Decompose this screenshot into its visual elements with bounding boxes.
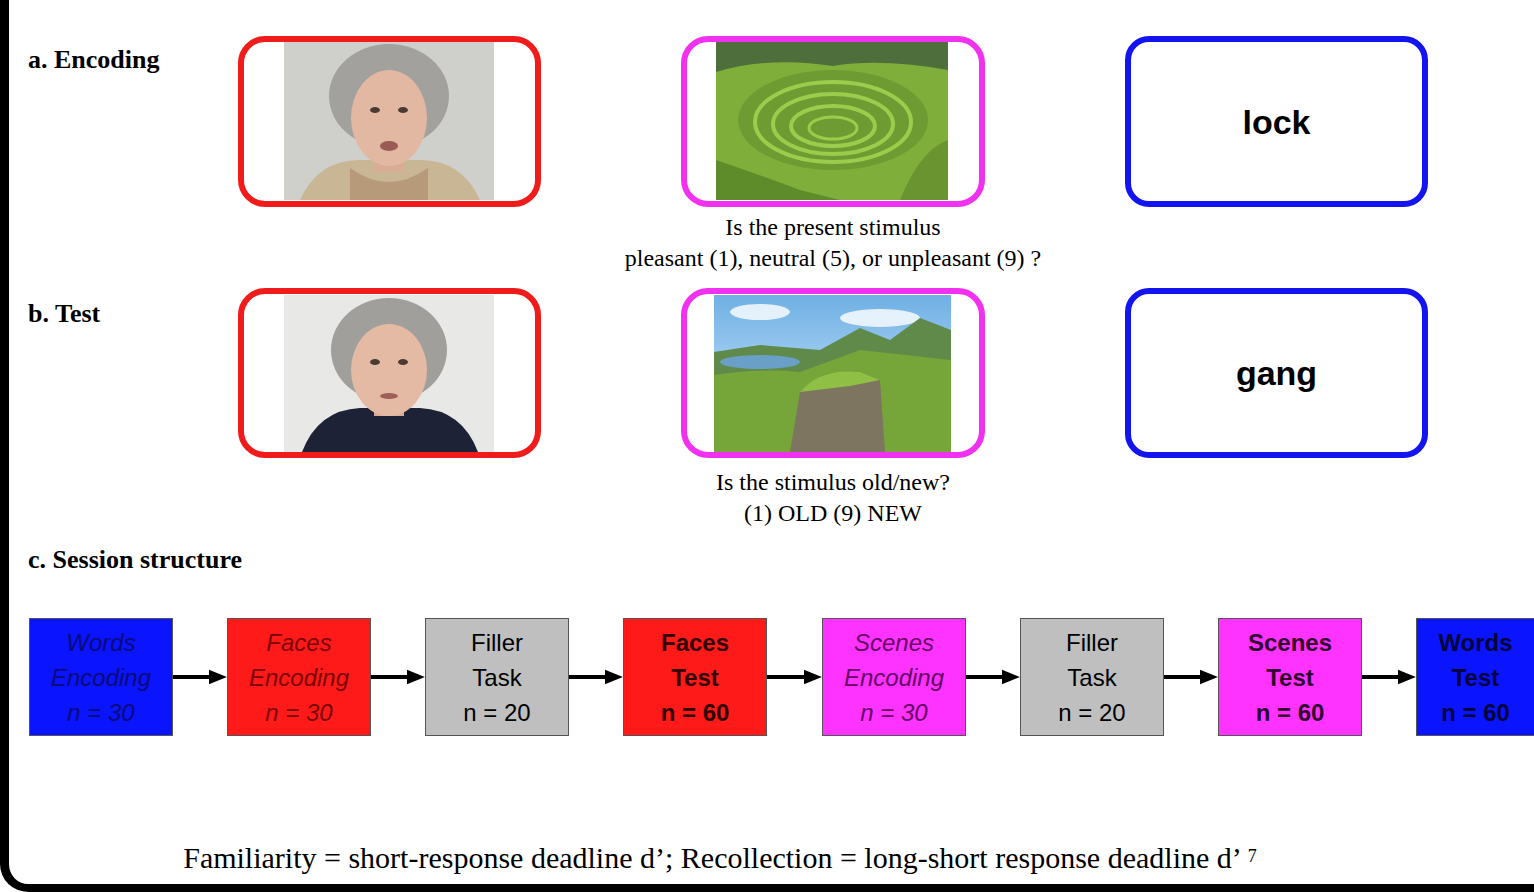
face-frame: [241, 291, 538, 455]
mouth: [380, 393, 398, 399]
box-title: lock: [1242, 102, 1310, 142]
eye: [370, 359, 380, 365]
instruction-text: Is the stimulus old/new? (1) OLD (9) NEW: [533, 467, 1133, 529]
box-title: Faces Test: [661, 625, 729, 695]
sample-count: n = 60: [661, 695, 730, 730]
session-step-box: Faces Testn = 60: [623, 618, 767, 736]
eye: [398, 107, 408, 113]
sample-count: n = 30: [67, 695, 134, 730]
word-stimulus-box: lock: [1125, 36, 1428, 207]
hills: [716, 42, 948, 72]
foreground: [716, 160, 840, 200]
cloud: [730, 304, 790, 320]
scene-frame: [684, 291, 982, 455]
box-title: Words Test: [1438, 625, 1512, 695]
scene-frame: [684, 39, 982, 204]
session-step-box: Filler Taskn = 20: [425, 618, 569, 736]
sample-count: n = 30: [265, 695, 332, 730]
foreground: [900, 140, 948, 200]
mouth: [380, 141, 398, 151]
terrace: [791, 106, 875, 146]
sample-count: n = 60: [1256, 695, 1325, 730]
sky: [714, 295, 951, 452]
panel-label: c. Session structure: [28, 544, 242, 576]
session-step-box: Faces Encodingn = 30: [227, 618, 371, 736]
flow-arrow: [767, 675, 814, 679]
session-step-box: Words Encodingn = 30: [29, 618, 173, 736]
box-title: Words Encoding: [51, 625, 151, 695]
sample-count: n = 20: [463, 695, 530, 730]
photo-background: [284, 295, 494, 452]
sample-count: n = 20: [1058, 695, 1125, 730]
box-title: Filler Task: [471, 625, 523, 695]
photo-background: [716, 42, 948, 200]
flow-arrow: [569, 675, 615, 679]
landscape-photo: [716, 42, 948, 200]
flow-arrow: [966, 675, 1012, 679]
flow-arrow: [173, 675, 219, 679]
terrace: [755, 82, 911, 162]
box-title: gang: [1236, 353, 1317, 393]
session-step-box: Words Testn = 60: [1416, 618, 1534, 736]
photo-background: [284, 42, 494, 200]
landscape-photo: [714, 295, 951, 452]
flow-arrow: [1362, 675, 1408, 679]
face: [351, 70, 427, 166]
box-title: Filler Task: [1066, 625, 1118, 695]
instruction-text: Is the present stimulus pleasant (1), ne…: [533, 212, 1133, 274]
face: [351, 324, 427, 416]
caption-row: Familiarity = short-response deadline d’…: [0, 838, 1440, 878]
sample-count: n = 60: [1441, 695, 1510, 730]
terrace: [809, 117, 857, 139]
cliff-top: [800, 371, 880, 392]
terrace: [773, 94, 893, 154]
grassland: [714, 350, 951, 452]
flow-arrow: [371, 675, 417, 679]
eye: [370, 107, 380, 113]
cliff: [790, 372, 885, 452]
session-step-box: Filler Taskn = 20: [1020, 618, 1164, 736]
caption: Familiarity = short-response deadline d’…: [183, 841, 1242, 874]
session-step-box: Scenes Testn = 60: [1218, 618, 1362, 736]
session-step-box: Scenes Encodingn = 30: [822, 618, 966, 736]
panel-label: a. Encoding: [28, 44, 160, 76]
cloud: [840, 309, 920, 327]
sample-count: n = 30: [860, 695, 927, 730]
panel-label: b. Test: [28, 298, 100, 330]
reference-number: 7: [1248, 846, 1257, 866]
box-title: Scenes Encoding: [844, 625, 944, 695]
box-title: Scenes Test: [1248, 625, 1332, 695]
flow-arrow: [1164, 675, 1210, 679]
face-photo: [284, 42, 494, 200]
box-title: Faces Encoding: [249, 625, 349, 695]
lake: [720, 355, 800, 369]
face-photo: [284, 295, 494, 452]
terrace: [738, 70, 928, 170]
face-frame: [241, 39, 538, 204]
eye: [398, 359, 408, 365]
word-stimulus-box: gang: [1125, 288, 1428, 458]
scarf: [350, 168, 428, 200]
